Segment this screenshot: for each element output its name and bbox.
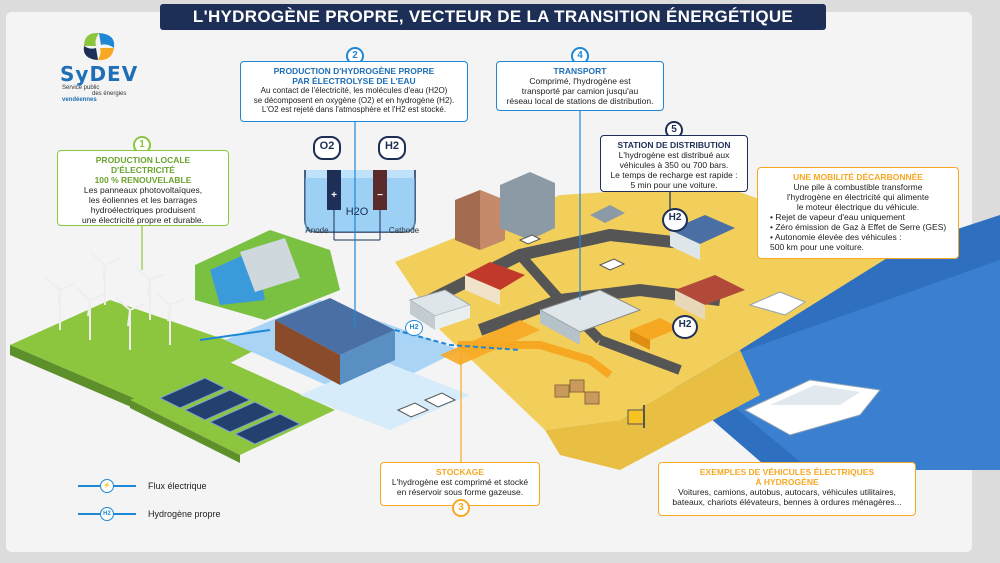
water-label: H2O — [345, 206, 369, 218]
step-3-box: STOCKAGE L'hydrogène est comprimé et sto… — [380, 462, 540, 506]
storage-h2-badge: H2 — [405, 320, 423, 336]
anode-electrode — [327, 170, 341, 210]
port-ground — [545, 350, 760, 470]
legend-hydrogen-label: Hydrogène propre — [148, 509, 221, 519]
solar-panels — [158, 377, 302, 445]
factory-wall-left — [275, 320, 340, 385]
step-3-title: STOCKAGE — [435, 467, 485, 477]
sydev-logo: SyDEV Service public des énergies vendée… — [52, 28, 152, 103]
step-5-text: L'hydrogène est distribué aux véhicules … — [610, 150, 738, 190]
storage-tanks — [408, 289, 472, 330]
road-4 — [598, 335, 682, 375]
legend-hydrogen: H2 Hydrogène propre — [78, 500, 221, 528]
mobility-bullet-1: • Rejet de vapeur d'eau uniquement — [770, 212, 906, 222]
forklift — [627, 405, 645, 428]
step-4-title: TRANSPORT — [553, 66, 607, 76]
step-3-number: 3 — [452, 499, 470, 517]
mobility-bullet-2: • Zéro émission de Gaz à Effet de Serre … — [770, 222, 947, 232]
legend-electric-label: Flux électrique — [148, 481, 207, 491]
legend-electric: ⚡ Flux électrique — [78, 472, 221, 500]
logo-wordmark: SyDEV — [60, 62, 139, 86]
legend-hydrogen-line: H2 — [78, 507, 136, 521]
step-4-text: Comprimé, l'hydrogène est transporté par… — [506, 76, 654, 106]
logo-tagline: Service public des énergies vendéennes — [62, 85, 152, 103]
cathode-minus: − — [377, 190, 383, 201]
logo-tagline-2: des énergies — [92, 91, 127, 97]
mobility-bullet-3: • Autonomie élevée des véhicules : 500 k… — [770, 232, 902, 252]
bus — [630, 318, 680, 350]
legend: ⚡ Flux électrique H2 Hydrogène propre — [78, 472, 221, 528]
legend-electric-line: ⚡ — [78, 479, 136, 493]
examples-title: EXEMPLES DE VÉHICULES ÉLECTRIQUES À HYDR… — [699, 467, 875, 487]
hydrogen-badge: H2 — [378, 136, 406, 160]
wind-ground-side — [10, 345, 150, 415]
step-5-box: STATION DE DISTRIBUTION L'hydrogène est … — [600, 135, 748, 192]
crates — [554, 379, 600, 405]
examples-text: Voitures, camions, autobus, autocars, vé… — [672, 487, 902, 507]
dam — [240, 238, 300, 292]
step-1-text: Les panneaux photovoltaïques, les éolien… — [82, 185, 204, 225]
mobility-box: UNE MOBILITÉ DÉCARBONNÉE Une pile à comb… — [757, 167, 959, 259]
electrolyzer — [304, 170, 416, 241]
cathode-electrode — [373, 170, 387, 210]
anode-label: Anode — [305, 226, 329, 235]
station-h2-badge: H2 — [662, 208, 688, 232]
storage-dock — [440, 320, 540, 365]
port-h2-badge: H2 — [672, 315, 698, 339]
bolt-icon: ⚡ — [100, 479, 114, 493]
cars — [396, 234, 626, 418]
logo-tagline-1: Service public — [62, 85, 100, 91]
oxygen-badge: O2 — [313, 136, 341, 160]
legend-h2-symbol: H2 — [100, 507, 114, 521]
step-3-text: L'hydrogène est comprimé et stocké en ré… — [391, 477, 529, 497]
step-2-title: PRODUCTION D'HYDROGÈNE PROPRE PAR ÉLECTR… — [273, 66, 435, 86]
anode-plus: + — [331, 190, 337, 201]
factory-roof — [275, 298, 395, 355]
solar-ground-side — [130, 400, 240, 463]
city-buildings — [455, 172, 745, 320]
step-2-box: PRODUCTION D'HYDROGÈNE PROPRE PAR ÉLECTR… — [240, 61, 468, 122]
wind-turbines — [45, 252, 185, 350]
factory-wall-right — [340, 330, 395, 385]
electric-flow — [199, 329, 271, 341]
step-1-box: PRODUCTION LOCALE D'ÉLECTRICITÉ 100 % RE… — [57, 150, 229, 226]
sydev-logo-mark — [83, 32, 115, 61]
page-title: L'HYDROGÈNE PROPRE, VECTEUR DE LA TRANSI… — [160, 4, 826, 30]
cathode-label: Cathode — [388, 226, 420, 235]
step-2-text: Au contact de l'électricité, les molécul… — [253, 86, 455, 115]
cruise-ship — [743, 379, 881, 436]
logo-tagline-3: vendéennes — [62, 97, 97, 103]
mobility-text: Une pile à combustible transforme l'hydr… — [787, 182, 929, 212]
step-5-title: STATION DE DISTRIBUTION — [617, 140, 731, 150]
examples-box: EXEMPLES DE VÉHICULES ÉLECTRIQUES À HYDR… — [658, 462, 916, 516]
step-1-title: PRODUCTION LOCALE D'ÉLECTRICITÉ 100 % RE… — [94, 155, 192, 185]
step-4-box: TRANSPORT Comprimé, l'hydrogène est tran… — [496, 61, 664, 111]
small-boat — [748, 291, 807, 316]
mobility-title: UNE MOBILITÉ DÉCARBONNÉE — [793, 172, 923, 182]
